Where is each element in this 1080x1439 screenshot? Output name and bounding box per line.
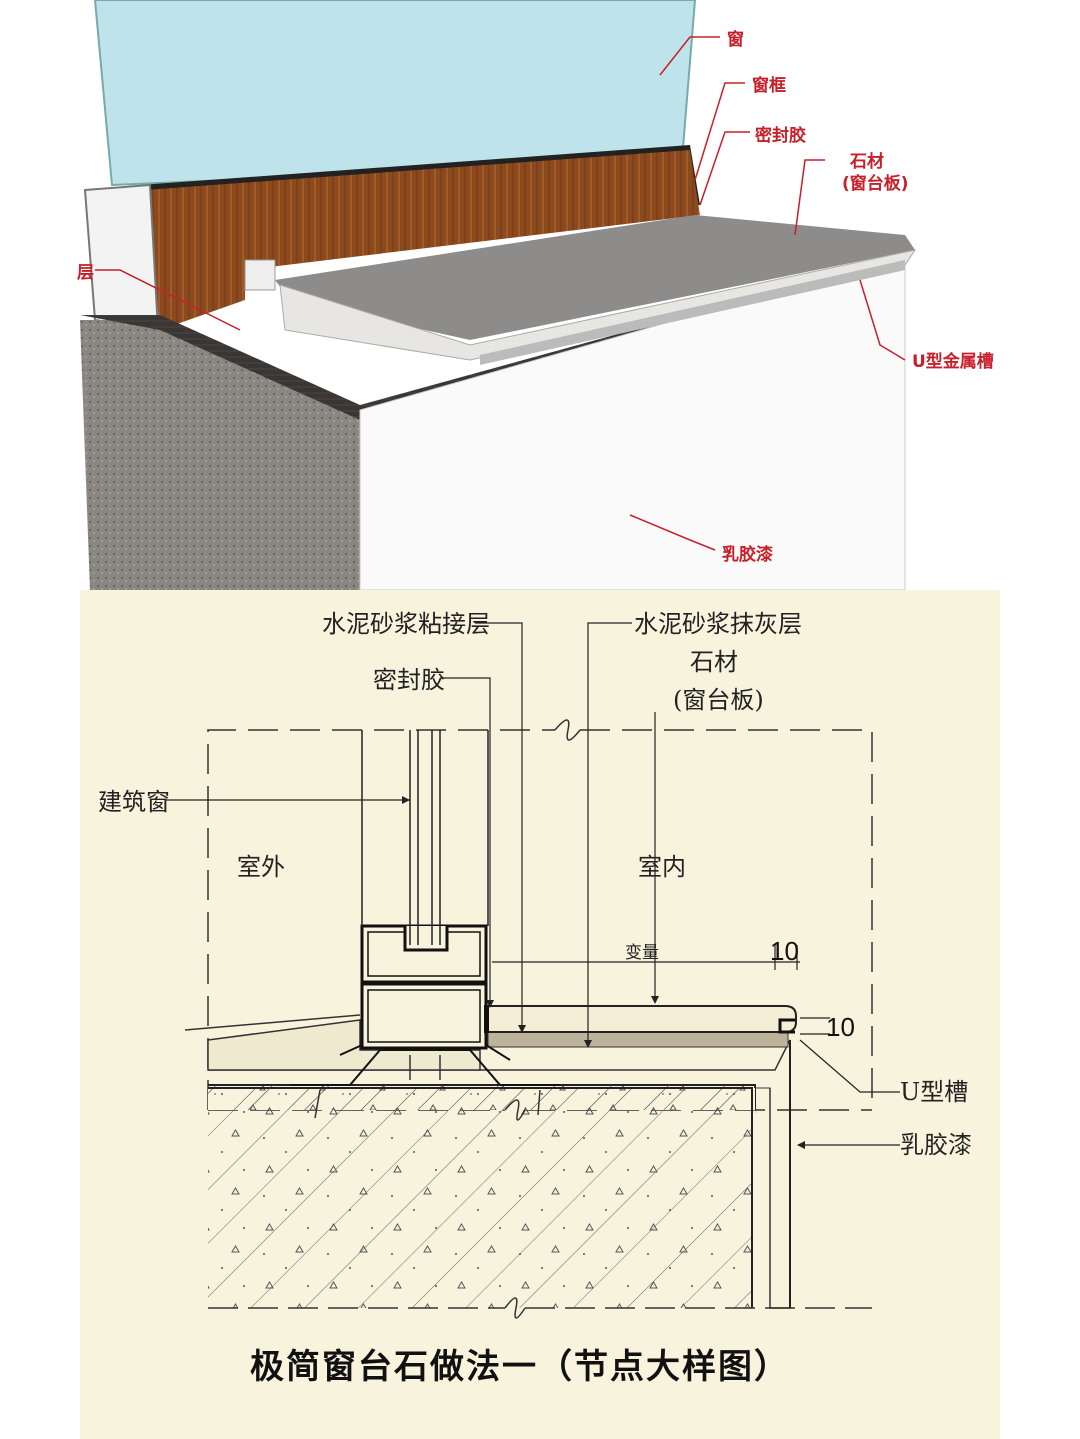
3d-render: [0, 0, 1080, 591]
label-window-frame: 窗框: [752, 75, 786, 96]
label-mortar-plaster-layer: 水泥砂浆抹灰层: [634, 610, 802, 638]
label-outdoor: 室外: [237, 853, 285, 881]
window-glass: [361, 730, 489, 945]
break-mark-top: [554, 719, 581, 741]
label-stone-sub-cad: (窗台板): [673, 686, 764, 714]
label-u-channel: U型槽: [900, 1078, 968, 1106]
u-metal-channel: [480, 260, 905, 365]
dim-top: 10: [770, 936, 799, 966]
label-sealant-cad: 密封胶: [373, 666, 445, 694]
stone-sill: [487, 1005, 797, 1033]
arrowheads: [402, 796, 805, 1149]
drawing-title: 极简窗台石做法一（节点大样图）: [250, 1347, 790, 1387]
u-channel: [778, 1018, 795, 1034]
break-mark-bottom: [504, 1099, 526, 1121]
window-frame: [290, 924, 560, 1086]
label-stone-sub: (窗台板): [842, 173, 909, 194]
label-stone: 石材: [849, 151, 884, 172]
label-latex-paint: 乳胶漆: [722, 544, 773, 565]
label-window: 窗: [727, 29, 744, 50]
mortar-bond-layer: [487, 1031, 789, 1048]
label-indoor: 室内: [638, 853, 686, 881]
anchors: [314, 1055, 541, 1119]
leader-lines: [95, 36, 906, 551]
exterior-screed: [207, 1019, 481, 1071]
label-stone-cad: 石材: [690, 648, 738, 676]
sealant: [484, 1005, 489, 1033]
label-mortar-bond-layer: 水泥砂浆粘接层: [322, 610, 490, 638]
wooden-sill-frame: [145, 150, 700, 330]
stone-sill-top: [275, 215, 915, 340]
dim-side: 10: [826, 1012, 855, 1042]
cad-leaders: [165, 622, 900, 1146]
label-building-window: 建筑窗: [98, 788, 170, 816]
label-latex-paint-cad: 乳胶漆: [900, 1131, 972, 1159]
label-variable: 变量: [625, 943, 659, 963]
label-u-metal-channel: U型金属槽: [912, 351, 994, 372]
deck-layer: [80, 255, 905, 420]
label-sealant: 密封胶: [755, 125, 806, 146]
label-layer: 层: [77, 263, 94, 283]
